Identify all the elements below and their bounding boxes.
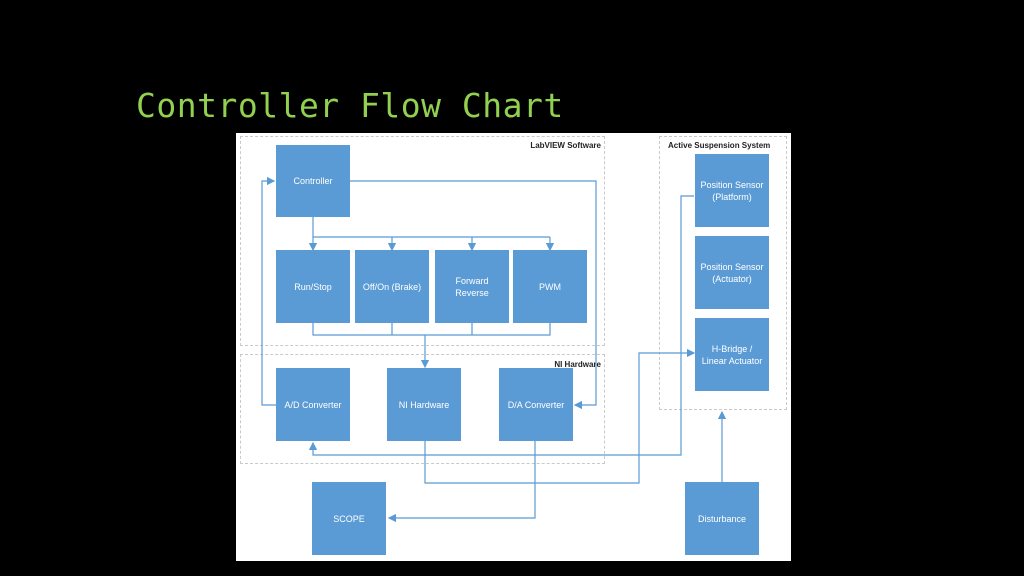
position-sensor-actuator-node: Position Sensor (Actuator) xyxy=(695,236,769,309)
edge-sensor-ad xyxy=(308,195,694,456)
pwm-node: PWM xyxy=(513,250,587,323)
ni-hardware-label: NI Hardware xyxy=(554,360,601,369)
slide-title: Controller Flow Chart xyxy=(136,86,564,125)
ni-hardware-node: NI Hardware xyxy=(387,368,461,441)
edge-controller-da xyxy=(350,180,597,410)
controller-node: Controller xyxy=(276,145,350,217)
edge-da-scope xyxy=(387,441,536,523)
position-sensor-platform-node: Position Sensor (Platform) xyxy=(695,154,769,227)
edge-blocks-bus xyxy=(312,323,551,336)
labview-software-label: LabVIEW Software xyxy=(530,141,601,150)
active-suspension-label: Active Suspension System xyxy=(668,141,771,150)
off-on-brake-node: Off/On (Brake) xyxy=(355,250,429,323)
labview-software-region xyxy=(240,136,605,346)
ad-converter-node: A/D Converter xyxy=(276,368,350,441)
run-stop-node: Run/Stop xyxy=(276,250,350,323)
hbridge-linear-actuator-node: H-Bridge / Linear Actuator xyxy=(695,318,769,391)
ni-hardware-region xyxy=(240,354,605,464)
edge-ad-controller xyxy=(261,176,276,406)
edge-nihardware-hbridge xyxy=(424,348,696,484)
da-converter-node: D/A Converter xyxy=(499,368,573,441)
edge-controller-bus xyxy=(312,217,550,238)
forward-reverse-node: Forward Reverse xyxy=(435,250,509,323)
connector-lines xyxy=(261,176,727,523)
scope-node: SCOPE xyxy=(312,482,386,555)
active-suspension-region xyxy=(659,136,787,410)
flow-diagram: LabVIEW Software NI Hardware Active Susp… xyxy=(236,133,791,561)
disturbance-node: Disturbance xyxy=(685,482,759,555)
